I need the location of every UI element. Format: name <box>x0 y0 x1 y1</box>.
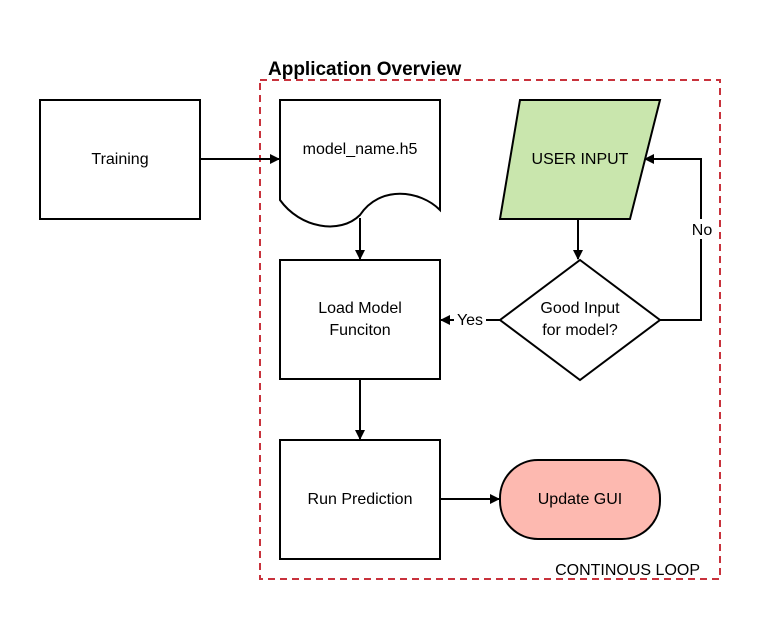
load-model-label-line2: Funciton <box>329 322 390 339</box>
user-input-label: USER INPUT <box>532 151 629 168</box>
update-gui-node: Update GUI <box>499 459 661 540</box>
model-file-node: model_name.h5 <box>279 99 441 228</box>
update-gui-label: Update GUI <box>538 491 622 508</box>
no-label-bg <box>688 219 716 239</box>
run-prediction-node: Run Prediction <box>279 439 441 560</box>
decision-label-line1: Good Input <box>540 300 620 317</box>
edge-decision-no-to-input <box>644 154 702 321</box>
run-prediction-label: Run Prediction <box>308 491 413 508</box>
yes-label-bg <box>454 309 486 329</box>
diagram-title: Application Overview <box>268 59 461 80</box>
no-edge-label: No <box>692 222 713 239</box>
training-label: Training <box>91 151 148 168</box>
decision-node: Good Input for model? <box>498 258 662 382</box>
decision-label-line2: for model? <box>542 322 618 339</box>
load-model-label-line1: Load Model <box>318 300 402 317</box>
continuous-loop-container <box>259 79 721 580</box>
load-model-node: Load Model Funciton <box>279 259 441 380</box>
user-input-node: USER INPUT <box>498 99 662 220</box>
model-file-label: model_name.h5 <box>303 141 418 158</box>
continuous-loop-label: CONTINOUS LOOP <box>555 562 700 579</box>
training-node: Training <box>39 99 201 220</box>
yes-edge-label: Yes <box>457 312 483 329</box>
